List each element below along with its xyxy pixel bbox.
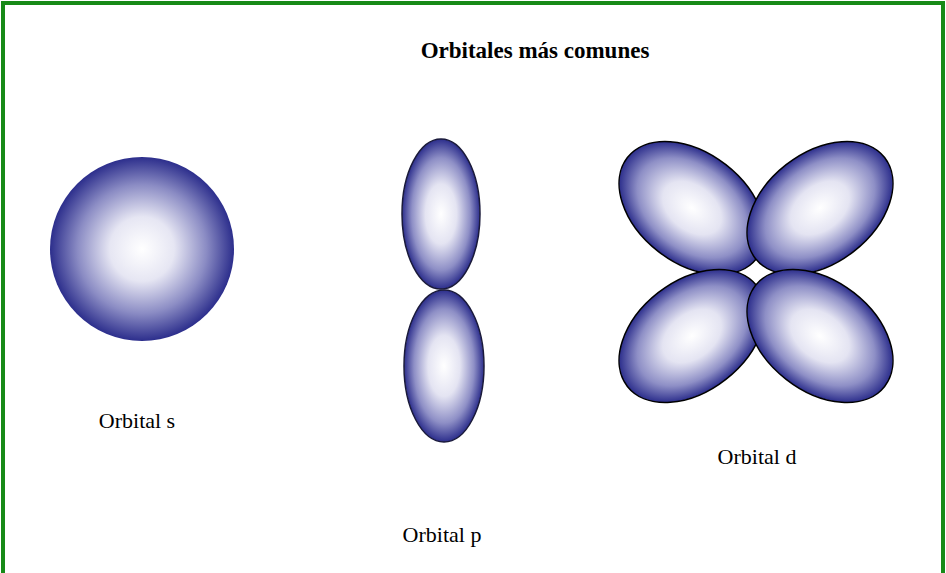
- p-orbital: [402, 139, 484, 442]
- d-orbital: [594, 114, 919, 430]
- frame-border: [3, 3, 943, 573]
- s-orbital: [50, 157, 234, 341]
- orbital-label: Orbital p: [403, 522, 482, 548]
- orbital-label: Orbital d: [718, 444, 797, 470]
- diagram-title: Orbitales más comunes: [421, 38, 650, 64]
- orbital-label: Orbital s: [99, 408, 175, 434]
